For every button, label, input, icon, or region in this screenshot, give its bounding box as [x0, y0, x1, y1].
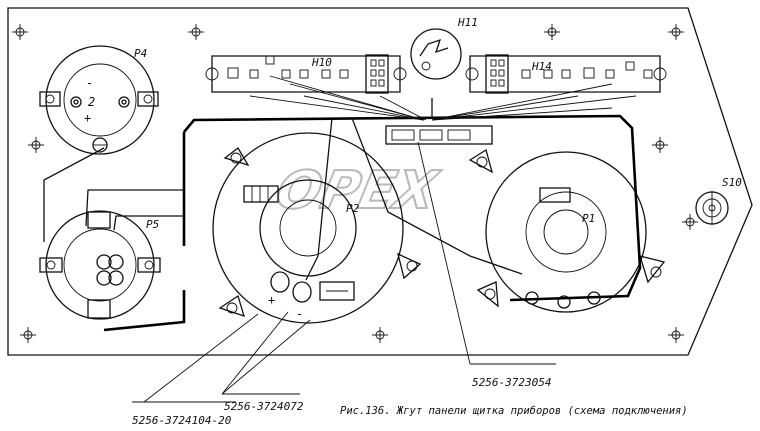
s10-switch	[695, 191, 729, 225]
watermark: OPEX	[271, 161, 444, 221]
label-p1: P1	[582, 212, 595, 225]
p5-gauge	[39, 210, 161, 320]
h14-lamp-block	[465, 54, 667, 94]
label-p5: P5	[146, 218, 159, 231]
leader-lines	[132, 141, 556, 403]
label-p2-minus: -	[296, 307, 303, 321]
p4-gauge	[39, 45, 159, 155]
label-s10: S10	[722, 176, 742, 189]
figure-caption: Рис.136. Жгут панели щитка приборов (схе…	[340, 405, 688, 417]
label-p4-minus: -	[86, 76, 93, 90]
label-p4-plus: +	[84, 111, 91, 125]
label-h11: H11	[457, 16, 478, 29]
part-number-sensor-harness: 5256-3724072	[224, 400, 304, 413]
part-number-main-harness: 5256-3724104-20	[132, 414, 232, 427]
label-h14: H14	[531, 60, 552, 73]
h10-lamp-block	[205, 54, 407, 94]
panel-outline	[7, 7, 753, 356]
harness-trunk	[43, 75, 642, 332]
mounting-holes	[12, 24, 698, 343]
label-p4-digit: 2	[88, 95, 95, 109]
label-h10: H10	[311, 56, 332, 69]
central-connector	[385, 125, 493, 145]
label-p4: P4	[134, 47, 147, 60]
part-number-panel-harness: 5256-3723054	[472, 376, 551, 389]
label-p2-plus: +	[268, 293, 275, 307]
h11-lamp	[410, 28, 462, 80]
label-p2: P2	[346, 202, 360, 215]
